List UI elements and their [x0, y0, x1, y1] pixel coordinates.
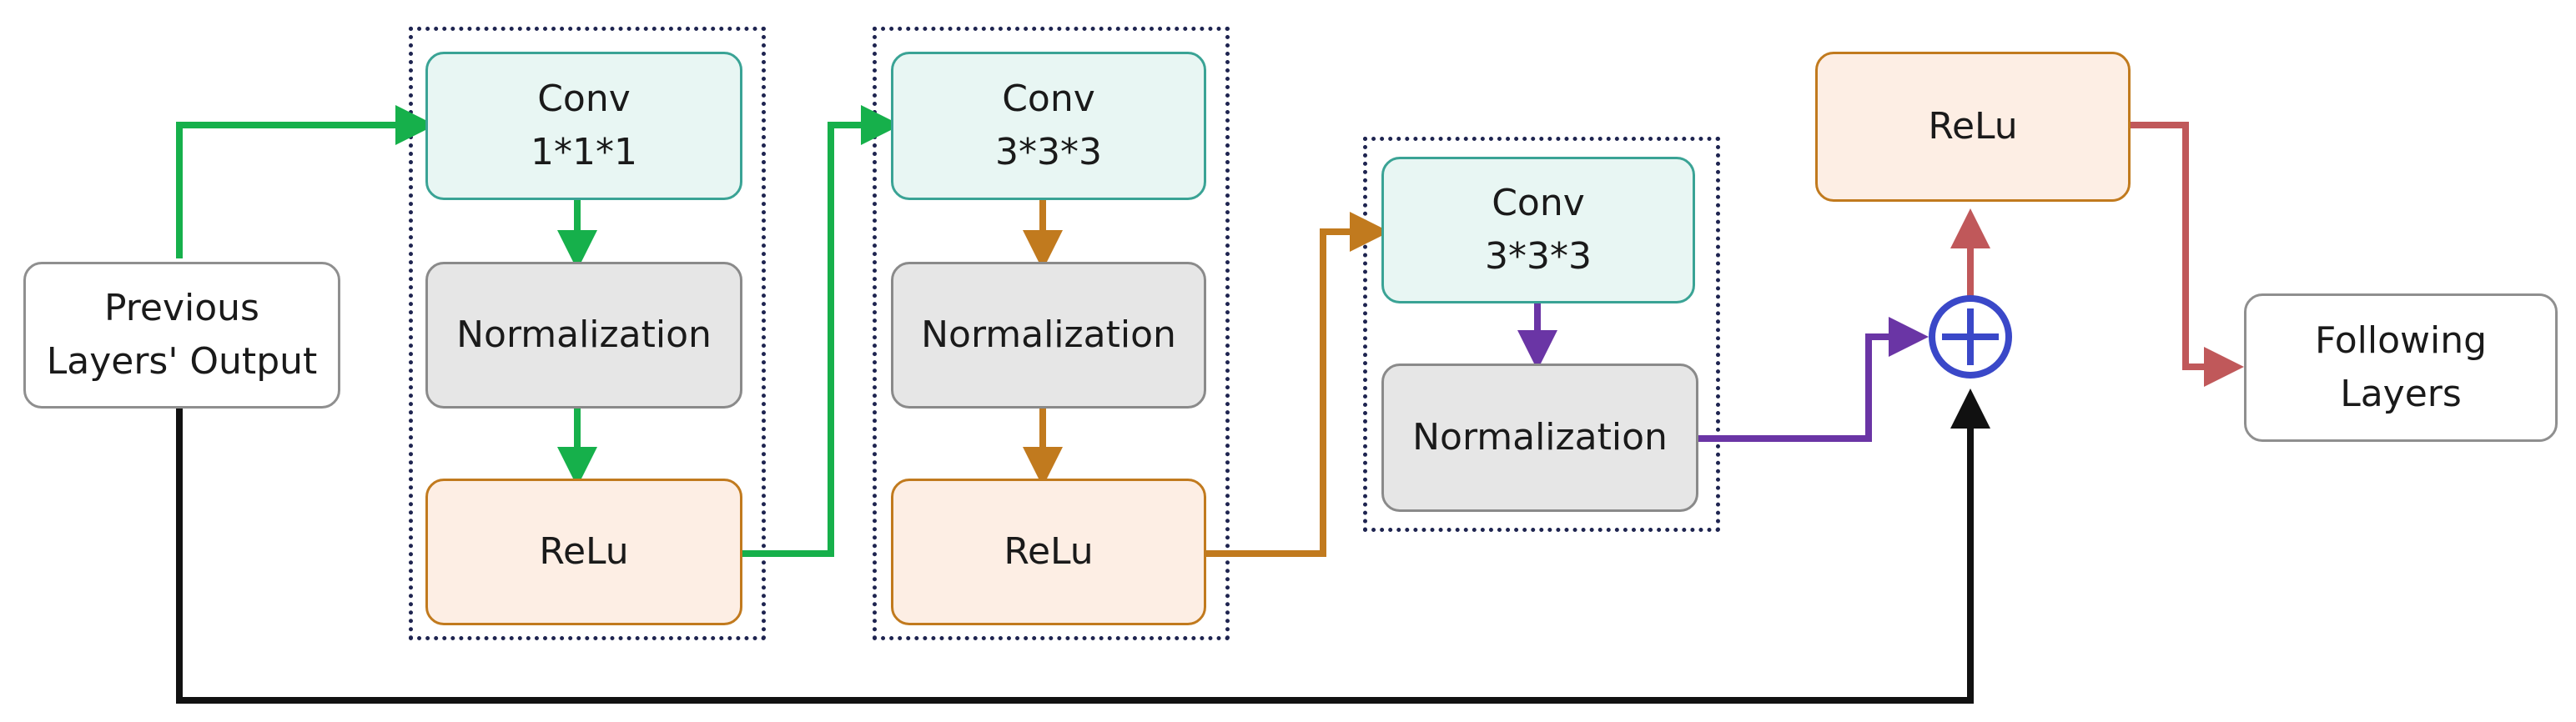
following-layers-label: Following Layers: [2314, 319, 2488, 415]
block1-norm-label: Normalization: [456, 313, 712, 357]
block2-norm-label: Normalization: [921, 313, 1176, 357]
block3-norm-node: Normalization: [1381, 364, 1698, 512]
final-relu-label: ReLu: [1928, 105, 2018, 148]
arrow-norm3-to-adder: [1698, 317, 1929, 442]
previous-layers-output-label: Previous Layers' Output: [46, 287, 318, 383]
previous-layers-output-node: Previous Layers' Output: [23, 262, 340, 409]
circle-plus-icon: [1929, 295, 2012, 379]
block1-relu-label: ReLu: [539, 530, 629, 574]
block2-conv-label: Conv 3*3*3: [995, 78, 1102, 173]
block2-relu-label: ReLu: [1004, 530, 1094, 574]
block3-norm-label: Normalization: [1412, 416, 1668, 459]
block1-conv-label: Conv 1*1*1: [531, 78, 637, 173]
block3-group: [1363, 137, 1720, 532]
block2-relu-node: ReLu: [891, 479, 1206, 625]
block2-norm-node: Normalization: [891, 262, 1206, 409]
arrow-prev-to-conv1: [176, 105, 435, 258]
arrow-relu2-to-conv3: [1205, 212, 1390, 557]
skip-connection: [176, 389, 1990, 704]
arrow-relu-to-following: [2129, 122, 2244, 387]
block1-relu-node: ReLu: [425, 479, 742, 625]
block2-conv-node: Conv 3*3*3: [891, 52, 1206, 200]
block1-group: [409, 27, 766, 640]
arrow-relu1-to-conv2: [741, 105, 901, 557]
following-layers-node: Following Layers: [2244, 293, 2558, 442]
block1-norm-node: Normalization: [425, 262, 742, 409]
final-relu-node: ReLu: [1815, 52, 2131, 202]
block1-conv-node: Conv 1*1*1: [425, 52, 742, 200]
block3-conv-label: Conv 3*3*3: [1485, 182, 1592, 278]
block3-conv-node: Conv 3*3*3: [1381, 157, 1695, 303]
block2-group: [873, 27, 1230, 640]
